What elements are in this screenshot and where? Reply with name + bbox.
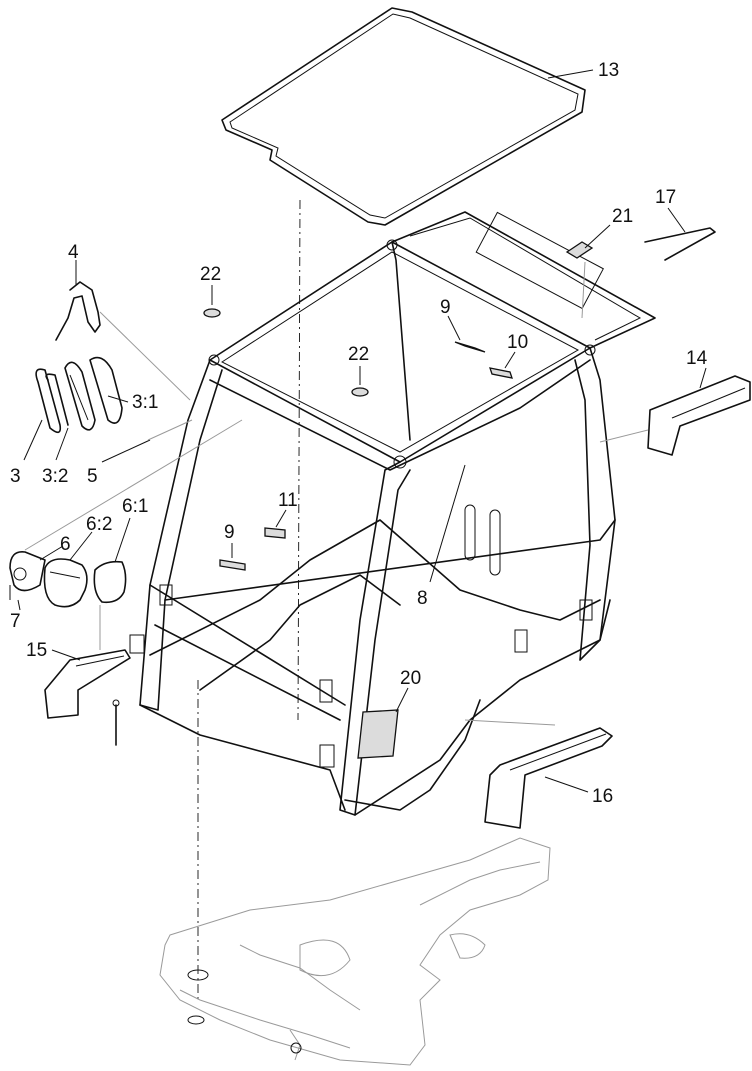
callout-7: 7: [10, 611, 21, 632]
callout-14: 14: [686, 348, 708, 369]
callout-8: 8: [417, 588, 428, 609]
callout-16: 16: [592, 786, 613, 807]
callout-13: 13: [598, 60, 619, 81]
callout-10: 10: [507, 332, 528, 353]
roof-seal-part: [221, 7, 586, 226]
label-part-9a: [454, 341, 486, 353]
cab-frame-part: [129, 211, 656, 816]
callout-3-1: 3:1: [132, 392, 158, 413]
plate-part-20: [357, 709, 399, 759]
label-part-11: [264, 527, 286, 539]
callout-6-2: 6:2: [86, 514, 112, 535]
callout-20: 20: [400, 668, 421, 689]
plug-part: [565, 241, 594, 259]
callout-22-a: 22: [200, 264, 221, 285]
cover-part-15: [44, 649, 131, 719]
callout-9-b: 9: [224, 522, 235, 543]
callout-3-2: 3:2: [42, 466, 68, 487]
callout-11: 11: [278, 490, 298, 511]
chassis-ghost: [159, 837, 551, 1066]
callout-21: 21: [612, 206, 633, 227]
callout-17: 17: [655, 187, 676, 208]
label-part-9b: [219, 559, 246, 571]
label-part-10: [489, 367, 513, 379]
cover-part-14: [647, 375, 751, 456]
grommet-part-2: [351, 387, 369, 397]
cover-part-16: [484, 727, 613, 829]
callout-6-1: 6:1: [122, 496, 148, 517]
mirror-assembly-upper: [35, 281, 123, 434]
bolt-part: [112, 699, 120, 746]
grommet-part-1: [203, 308, 221, 318]
callout-9-a: 9: [440, 297, 451, 318]
callout-5: 5: [87, 466, 98, 487]
callout-3: 3: [10, 466, 21, 487]
callout-15: 15: [26, 640, 47, 661]
callout-6: 6: [60, 534, 71, 555]
rod-part: [644, 227, 716, 261]
callout-4: 4: [68, 242, 79, 263]
callout-22-b: 22: [348, 344, 369, 365]
mirror-assembly-lower: [9, 551, 127, 608]
